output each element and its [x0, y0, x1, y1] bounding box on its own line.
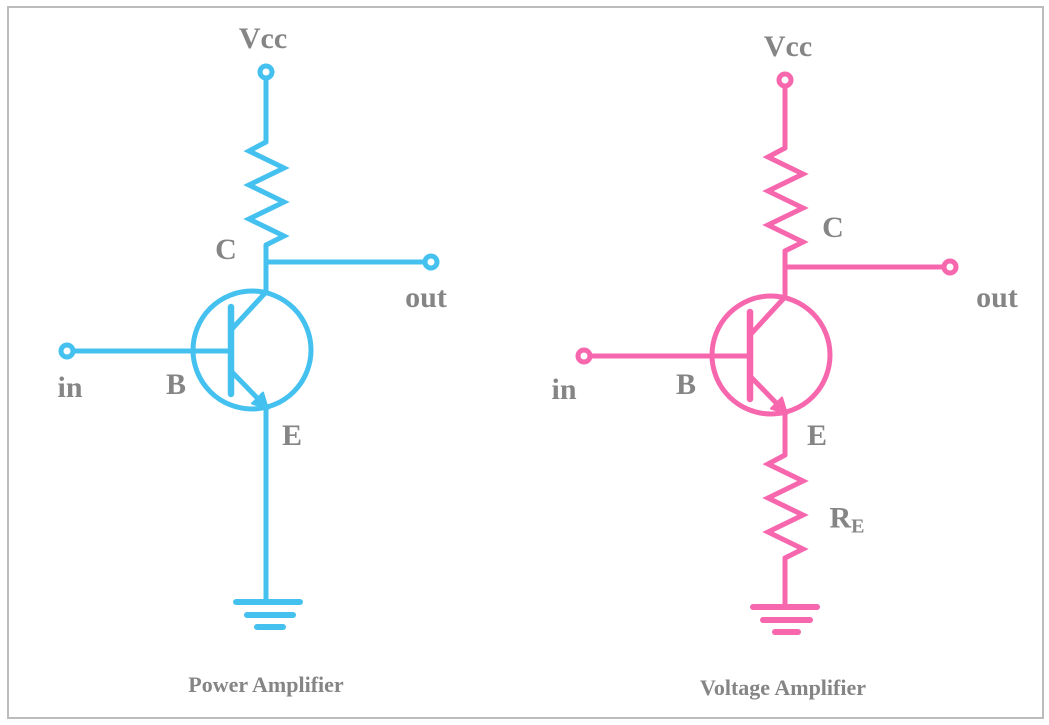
base-label: B: [165, 368, 187, 401]
collector-label: C: [215, 233, 237, 266]
collector-resistor-symbol: [762, 145, 809, 254]
input-label: in: [57, 371, 83, 404]
emitter-resistor-label: RE: [829, 501, 865, 538]
emitter-arrow-icon: [251, 391, 269, 410]
transistor-body-circle: [709, 293, 833, 417]
emitter-arrow-icon: [770, 396, 788, 415]
collector-resistor-symbol: [243, 139, 290, 248]
emitter-label: E: [281, 419, 303, 452]
output-label: out: [405, 281, 447, 314]
input-label: in: [551, 373, 577, 406]
voltage-amplifier-circuit: [575, 71, 959, 635]
ground-symbol: [233, 599, 303, 630]
vcc-terminal: [776, 71, 794, 89]
vcc-terminal: [257, 63, 275, 81]
transistor-collector-lead: [228, 289, 269, 333]
output-label: out: [976, 281, 1018, 314]
collector-label: C: [822, 211, 844, 244]
voltage-amplifier-title: Voltage Amplifier: [700, 675, 866, 700]
transistor-collector-lead: [747, 294, 788, 338]
input-terminal: [575, 347, 593, 365]
emitter-resistor-symbol: [762, 452, 809, 561]
power-amplifier-circuit: [58, 63, 440, 630]
output-terminal: [941, 258, 959, 276]
base-label: B: [675, 368, 697, 401]
ground-symbol: [750, 604, 820, 635]
input-terminal: [58, 342, 76, 360]
vcc-label: Vcc: [763, 30, 813, 63]
output-terminal: [422, 253, 440, 271]
vcc-label: Vcc: [238, 22, 288, 55]
emitter-resistor-subscript: E: [851, 515, 865, 538]
transistor-body-circle: [190, 288, 314, 412]
emitter-resistor-letter: R: [829, 501, 852, 535]
emitter-label: E: [806, 419, 828, 452]
power-amplifier-title: Power Amplifier: [188, 672, 344, 697]
